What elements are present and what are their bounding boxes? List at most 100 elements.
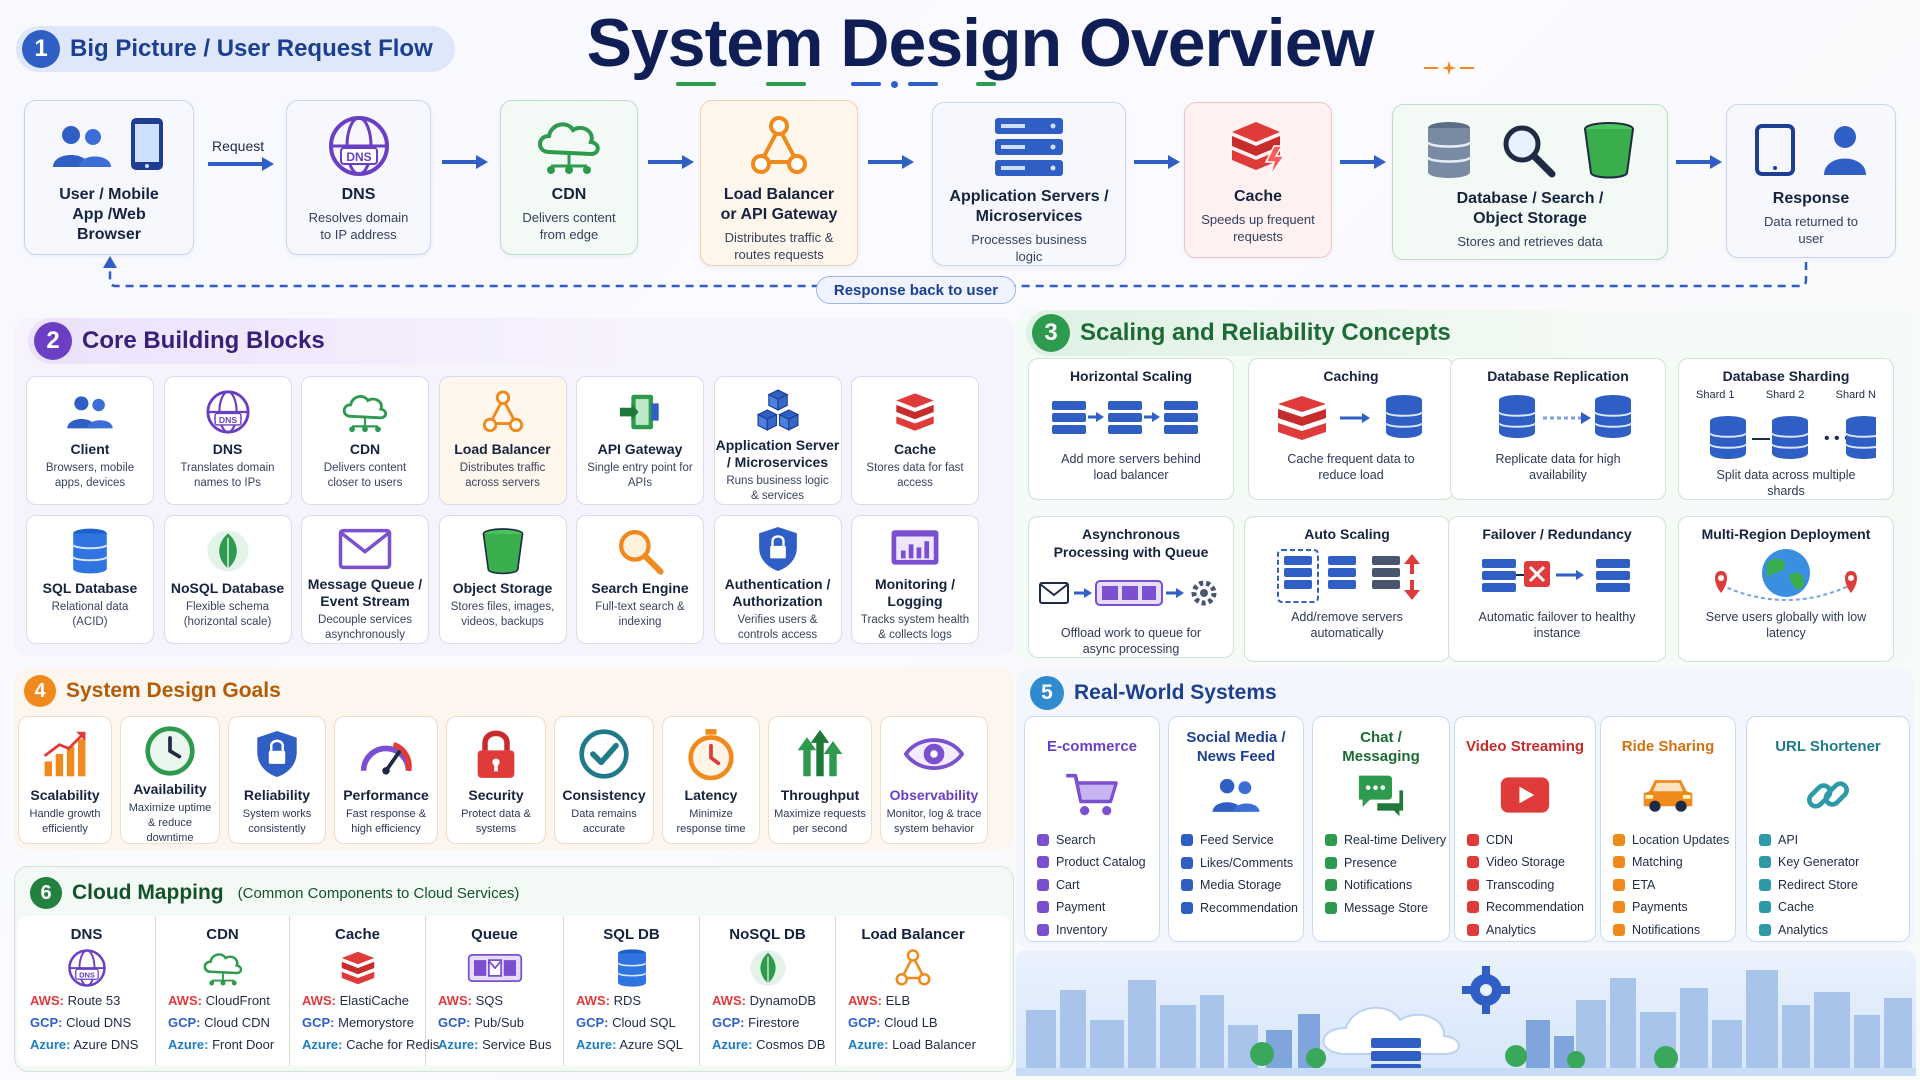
goal-title: Consistency [562,787,646,803]
realworld-item-label: Search [1056,832,1096,847]
goal-title: Availability [133,781,207,797]
core-block-title: DNS [212,441,243,457]
nosql-leaf-icon [206,530,249,572]
gcp-row: GCP: Cloud CDN [168,1015,274,1037]
realworld-title: E-commerce [1046,738,1138,756]
bucket-icon [482,528,523,575]
goal-desc: Handle growth efficiently [29,808,101,835]
scaling-title: Auto Scaling [1304,526,1390,542]
gcp-label: GCP: [438,1015,471,1030]
realworld-item-label: Redirect Store [1778,877,1858,892]
gcp-label: GCP: [168,1015,201,1030]
growth-chart-icon [43,731,86,777]
gcp-service: Cloud DNS [66,1015,132,1030]
core-block-title: Authentication / Authorization [724,576,831,609]
core-block-title: NoSQL Database [170,580,285,596]
azure-label: Azure: [712,1037,753,1052]
scaling-title: Database Replication [1487,368,1629,384]
gcp-service: Cloud LB [884,1015,938,1030]
bullet-icon [1759,923,1771,936]
goal-title: Reliability [243,787,311,803]
flow-title: DNS [341,186,376,203]
realworld-list-item: Analytics [1467,919,1584,942]
replication-icon [1498,395,1632,438]
svg-text:• • •: • • • [1824,430,1850,447]
request-text: Request [212,138,265,154]
flow-title: User / Mobile App /Web Browser [59,186,159,243]
cloud-component-title: Load Balancer [861,926,965,943]
cache-icon [341,951,374,985]
bullet-icon [1467,833,1479,846]
chat-bubbles-icon [1358,775,1404,817]
scaling-desc: Add more servers behind load balancer [1061,452,1201,482]
realworld-list-item: Redirect Store [1759,874,1859,897]
azure-service: Azure DNS [73,1037,139,1052]
realworld-list-item: Key Generator [1759,851,1859,874]
aws-label: AWS: [168,993,202,1008]
section-title: System Design Goals [66,679,281,702]
realworld-list-item: Notifications [1613,919,1729,942]
realworld-list-item: Inventory [1037,919,1146,942]
cloud-component-title: SQL DB [603,926,660,943]
globe-regions-icon [1715,549,1857,601]
arrow-right-icon [1676,155,1722,169]
realworld-title: Social Media / News Feed [1186,729,1286,765]
bullet-icon [1037,833,1049,846]
message-queue-icon [467,954,522,982]
section-6-header: 6 Cloud Mapping (Common Components to Cl… [24,870,541,916]
caching-icon [1278,395,1423,440]
goal-title: Throughput [780,787,860,803]
flow-title: Cache [1233,188,1283,205]
svg-text:DNS: DNS [79,970,95,979]
realworld-list-item: Transcoding [1467,874,1584,897]
gcp-label: GCP: [576,1015,609,1030]
realworld-item-label: Transcoding [1486,877,1555,892]
bullet-icon [1181,856,1193,869]
realworld-item-label: CDN [1486,832,1514,847]
section-1-header: 1 Big Picture / User Request Flow [16,26,455,72]
shield-lock-icon [257,731,297,777]
realworld-item-label: Matching [1632,855,1683,870]
realworld-list-item: Matching [1613,851,1729,874]
speedometer-icon [360,742,412,775]
core-block-title: Search Engine [591,580,689,596]
flow-dns: DNS DNS Resolves domain to IP address [286,100,431,255]
realworld-list-item: API [1759,829,1859,852]
message-queue-icon [338,528,392,570]
section-number: 5 [1030,676,1064,710]
gcp-label: GCP: [712,1015,745,1030]
flow-title: CDN [551,186,587,203]
section-number: 1 [22,30,60,68]
bullet-icon [1325,879,1337,892]
aws-label: AWS: [712,993,746,1008]
scaling-title: Caching [1323,368,1379,384]
aws-service: DynamoDB [749,993,817,1008]
goal-title: Performance [343,787,429,803]
realworld-title: Ride Sharing [1621,738,1715,756]
realworld-list-item: ETA [1613,874,1729,897]
stopwatch-icon [688,729,734,781]
sparkle-decoration [1424,58,1474,78]
core-block-desc: Decouple services asynchronously [318,614,412,641]
azure-row: Azure: Cosmos DB [712,1037,825,1059]
realworld-list-item: Likes/Comments [1181,852,1298,875]
flow-title: Database / Search / Object Storage [1456,190,1604,227]
azure-row: Azure: Cache for Redis [302,1037,439,1059]
shopping-cart-icon [1066,773,1118,815]
aws-service: ElastiCache [339,993,409,1008]
azure-row: Azure: Load Balancer [848,1037,976,1059]
bullet-icon [1613,856,1625,869]
realworld-list-item: Cache [1759,896,1859,919]
bullet-icon [1467,856,1479,869]
